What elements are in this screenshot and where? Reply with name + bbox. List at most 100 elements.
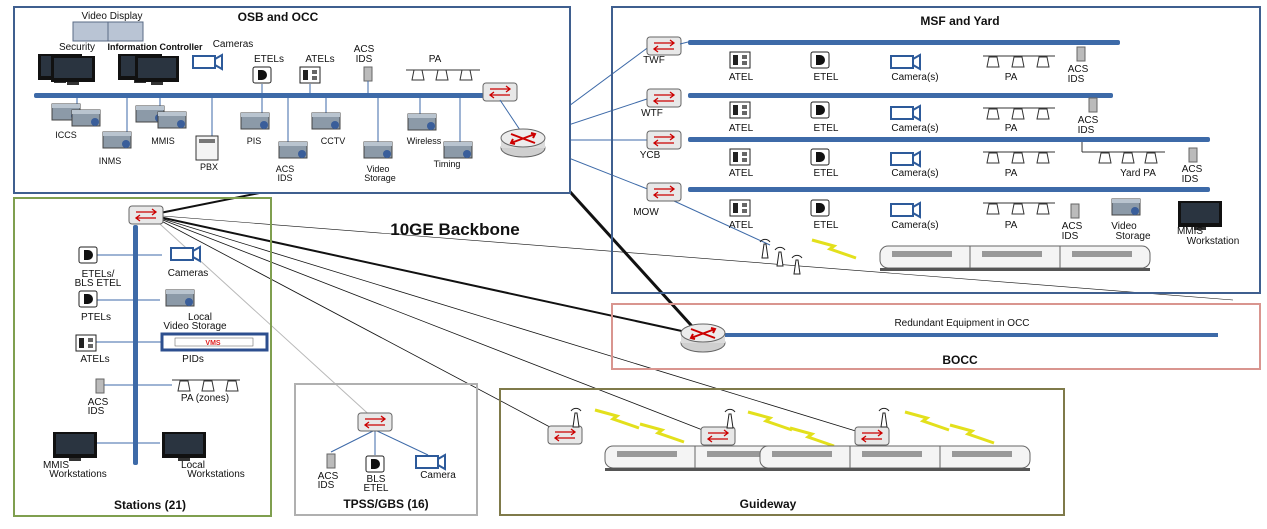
station-switch-icon [128, 205, 164, 225]
cctv-server-icon [311, 112, 341, 130]
twf-camera-label: Camera(s) [891, 72, 938, 83]
wtf-atel-label: ATEL [729, 123, 754, 134]
sensor-icon [326, 453, 336, 469]
osb-occ-panel: OSB and OCC Video Display Security Infor… [13, 6, 571, 194]
information-controller-label: Information Controller [108, 42, 203, 52]
station-acs-label-2: IDS [88, 406, 105, 417]
camera-icon [170, 246, 201, 262]
pbx-icon [195, 135, 219, 161]
etel-icon [810, 148, 830, 166]
wtf-camera-label: Camera(s) [891, 123, 938, 134]
wtf-switch-icon [646, 88, 682, 108]
atel-icon [729, 101, 751, 119]
mmis-label: MMIS [151, 136, 175, 146]
wtf-node-label: WTF [641, 108, 663, 119]
camera-icon [890, 105, 921, 121]
lightning-icon [638, 422, 686, 444]
ycb-camera-label: Camera(s) [891, 168, 938, 179]
camera-icon [890, 202, 921, 218]
msf-row-twf: TWF ATEL ETEL Camera(s) PA ACS IDS [643, 36, 1120, 85]
train-icon [879, 245, 1151, 272]
stations-panel: Stations (21) ETELs/ BLS ETEL Cameras PT… [13, 197, 272, 517]
pbx-label: PBX [200, 162, 218, 172]
speaker-icon [983, 107, 1055, 120]
speaker-icon [983, 55, 1055, 68]
ycb-switch-icon [646, 130, 682, 150]
ycb-etel-label: ETEL [813, 168, 838, 179]
pa-zones-speaker-icon [172, 379, 240, 392]
station-mmis-label-2: Workstations [49, 469, 107, 480]
mow-atel-label: ATEL [729, 220, 754, 231]
atel-icon [299, 66, 321, 84]
wtf-acs-label-2: IDS [1078, 125, 1095, 136]
video-storage-server-icon [363, 141, 393, 159]
cctv-label: CCTV [321, 136, 346, 146]
twf-pa-label: PA [1005, 72, 1018, 83]
tpss-switch-icon [357, 412, 393, 432]
camera-icon [192, 54, 223, 70]
mow-node-label: MOW [633, 207, 659, 218]
train-icon [759, 445, 1031, 472]
lightning-icon [903, 410, 951, 432]
msf-video-storage-label-1: Video [1111, 221, 1137, 232]
station-local-ws-label-1: Local [181, 460, 205, 471]
lightning-icon [788, 426, 836, 448]
video-display-icon [72, 21, 144, 42]
atel-icon [729, 148, 751, 166]
twf-atel-label: ATEL [729, 72, 754, 83]
etel-icon [810, 51, 830, 69]
iccs-server-icon [71, 109, 101, 127]
local-workstation-icon [162, 432, 206, 461]
ptel-icon [78, 290, 98, 308]
video-display-label: Video Display [82, 11, 143, 22]
wtf-acs-label-1: ACS [1078, 115, 1099, 126]
antenna-icon [724, 408, 736, 429]
twf-etel-label: ETEL [813, 72, 838, 83]
ycb-acs-label-2: IDS [1182, 174, 1199, 185]
acs2-label-2: IDS [277, 173, 292, 183]
etel-icon [810, 199, 830, 217]
tpss-camera-label: Camera [420, 470, 456, 481]
acs-sensor-icon [363, 66, 373, 82]
atel-icon [729, 51, 751, 69]
msf-mmis-label-2: Workstation [1187, 236, 1240, 247]
wireless-label: Wireless [407, 136, 442, 146]
ycb-acs-label-1: ACS [1182, 164, 1203, 175]
station-pa-zones-label: PA (zones) [181, 393, 229, 404]
atels-label: ATELs [305, 54, 334, 65]
bocc-router-icon [680, 323, 726, 353]
atel-icon [729, 199, 751, 217]
msf-video-storage-label-2: Storage [1115, 231, 1150, 242]
camera-icon [890, 151, 921, 167]
station-local-storage-label-2: Video Storage [163, 321, 227, 332]
tpss-bls-label-2: ETEL [363, 483, 388, 494]
lightning-icon [948, 423, 996, 445]
mow-acs-label-1: ACS [1062, 221, 1083, 232]
yard-pa-label: Yard PA [1120, 168, 1156, 179]
etel-icon [810, 101, 830, 119]
redundant-equipment-label: Redundant Equipment in OCC [894, 318, 1029, 329]
msf-row-ycb: YCB ATEL ETEL Camera(s) PA Yard PA ACS I… [640, 130, 1210, 185]
cameras-label: Cameras [213, 39, 254, 50]
station-cameras-label: Cameras [168, 268, 209, 279]
msf-row-wtf: WTF ATEL ETEL Camera(s) PA ACS IDS [641, 88, 1113, 136]
antenna-icon [878, 407, 890, 428]
lightning-icon [593, 408, 641, 430]
antenna-icon [570, 407, 582, 428]
bocc-panel: Redundant Equipment in OCC BOCC [611, 303, 1261, 370]
inms-label: INMS [99, 156, 122, 166]
atel-icon [75, 334, 97, 352]
guideway-title: Guideway [740, 497, 797, 511]
acs-server-icon [278, 141, 308, 159]
pis-server-icon [240, 112, 270, 130]
tpss-acs-label-2: IDS [318, 480, 335, 491]
msf-mmis-label-1: MMIS [1177, 226, 1203, 237]
vms-display-icon [160, 332, 269, 352]
wtf-pa-label: PA [1005, 123, 1018, 134]
mow-etel-label: ETEL [813, 220, 838, 231]
mow-switch-icon [646, 182, 682, 202]
twf-acs-label-1: ACS [1068, 64, 1089, 75]
twf-switch-icon [646, 36, 682, 56]
video-storage-label-2: Storage [364, 173, 396, 183]
